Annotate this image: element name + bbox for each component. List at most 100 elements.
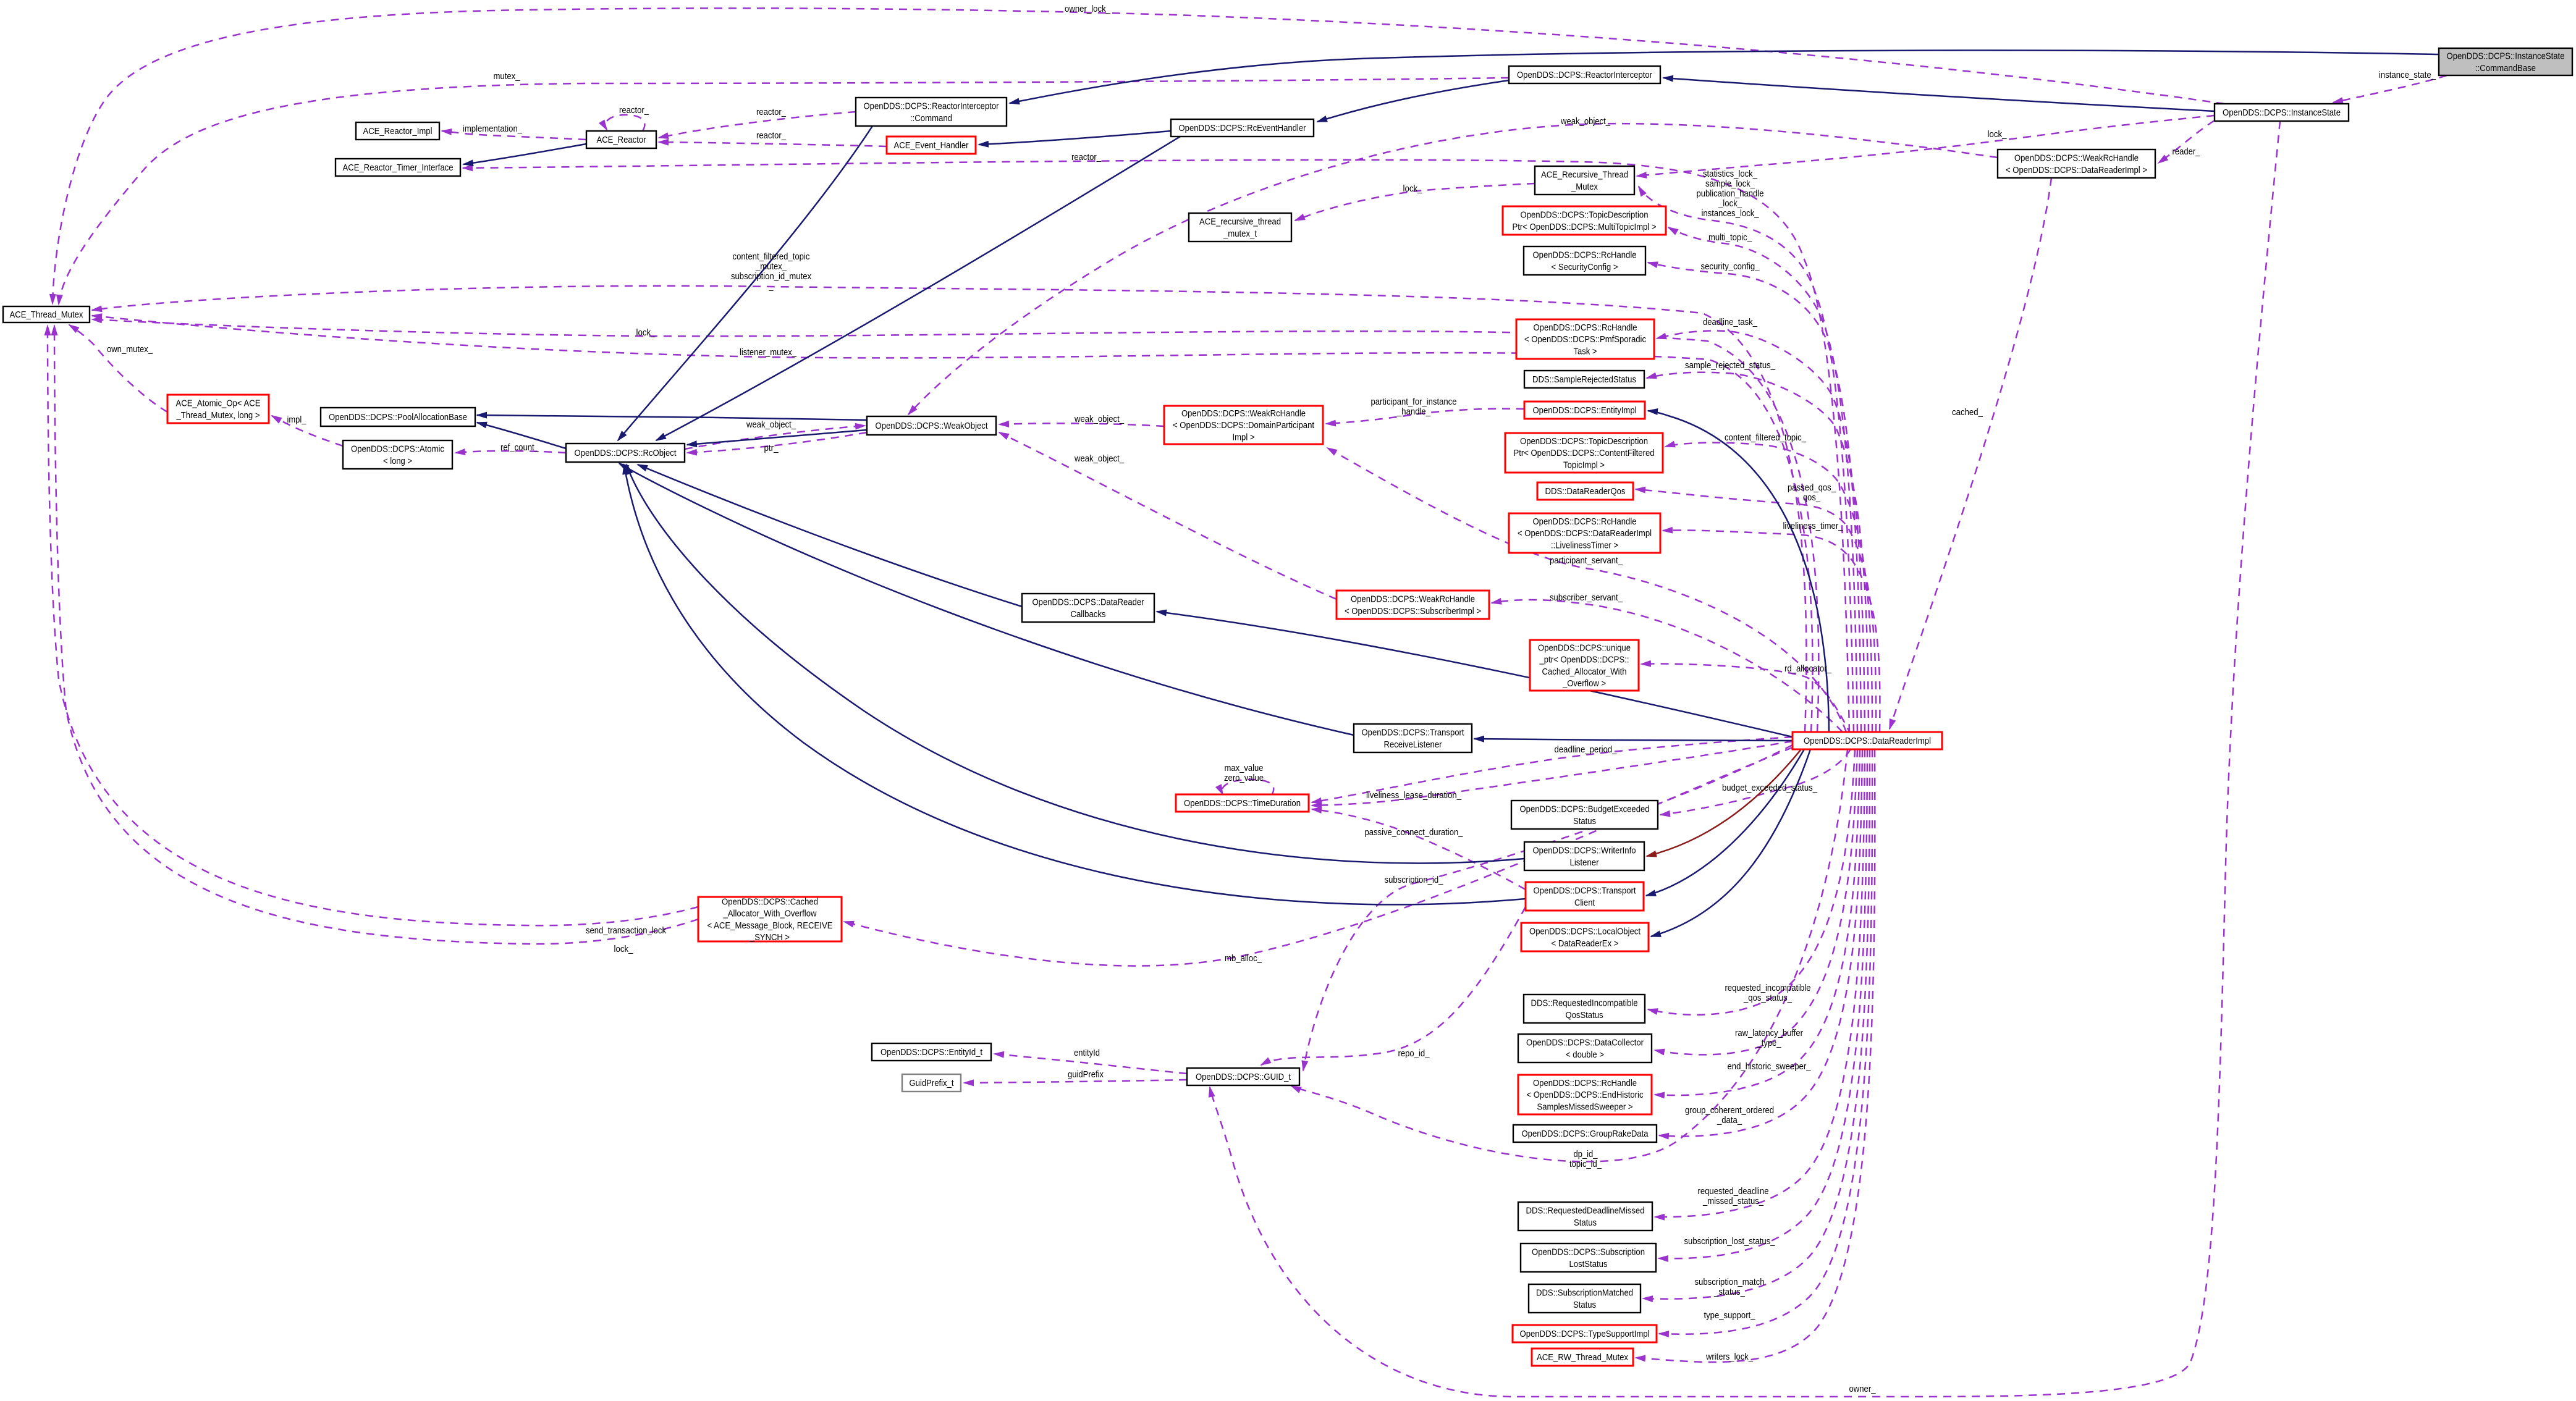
svg-text:Status: Status <box>1573 816 1596 827</box>
svg-text:deadline_period_: deadline_period_ <box>1555 744 1618 755</box>
svg-text:_: _ <box>769 281 774 292</box>
svg-text:Task >: Task > <box>1574 347 1597 357</box>
svg-text:send_transaction_lock: send_transaction_lock <box>586 925 666 936</box>
svg-text:OpenDDS::DCPS::DataCollector: OpenDDS::DCPS::DataCollector <box>1526 1038 1644 1048</box>
svg-text:participant_for_instance: participant_for_instance <box>1371 397 1457 407</box>
svg-text:< OpenDDS::DCPS::DomainPartici: < OpenDDS::DCPS::DomainParticipant <box>1173 420 1315 431</box>
svg-text:Ptr< OpenDDS::DCPS::MultiTopic: Ptr< OpenDDS::DCPS::MultiTopicImpl > <box>1513 222 1657 232</box>
svg-text:ACE_Reactor_Timer_Interface: ACE_Reactor_Timer_Interface <box>343 162 454 173</box>
svg-text:Status: Status <box>1573 1300 1596 1310</box>
svg-text:passed_qos_: passed_qos_ <box>1788 482 1836 493</box>
svg-text:OpenDDS::DCPS::EntityId_t: OpenDDS::DCPS::EntityId_t <box>880 1047 983 1058</box>
svg-text:DDS::RequestedDeadlineMissed: DDS::RequestedDeadlineMissed <box>1526 1206 1645 1216</box>
svg-text:lock_: lock_ <box>1988 129 2008 140</box>
svg-text:_handle_: _handle_ <box>1396 406 1430 417</box>
svg-text:participant_servant_: participant_servant_ <box>1550 555 1623 566</box>
svg-text:::Command: ::Command <box>910 113 952 124</box>
svg-text:OpenDDS::DCPS::TopicDescriptio: OpenDDS::DCPS::TopicDescription <box>1520 436 1648 447</box>
svg-text:_type_: _type_ <box>1757 1038 1781 1048</box>
svg-text:OpenDDS::DCPS::PoolAllocationB: OpenDDS::DCPS::PoolAllocationBase <box>329 412 467 423</box>
svg-text:ACE_Thread_Mutex: ACE_Thread_Mutex <box>10 309 83 320</box>
svg-text:max_value: max_value <box>1225 763 1264 773</box>
svg-text:_ptr< OpenDDS::DCPS::: _ptr< OpenDDS::DCPS:: <box>1539 655 1629 665</box>
svg-text:ref_count_: ref_count_ <box>500 442 539 453</box>
svg-text:_mutex_: _mutex_ <box>755 261 787 272</box>
svg-text:Client: Client <box>1574 898 1595 908</box>
svg-text:statistics_lock_: statistics_lock_ <box>1703 169 1758 179</box>
svg-text:impl_: impl_ <box>287 414 307 425</box>
svg-text:ACE_recursive_thread: ACE_recursive_thread <box>1199 217 1281 227</box>
svg-text:OpenDDS::DCPS::GroupRakeData: OpenDDS::DCPS::GroupRakeData <box>1522 1129 1649 1139</box>
svg-text:subscription_lost_status_: subscription_lost_status_ <box>1684 1236 1776 1247</box>
svg-text:OpenDDS::DCPS::WeakObject: OpenDDS::DCPS::WeakObject <box>876 421 989 431</box>
svg-text:SamplesMissedSweeper >: SamplesMissedSweeper > <box>1537 1102 1633 1113</box>
svg-text:DDS::SubscriptionMatched: DDS::SubscriptionMatched <box>1536 1288 1633 1298</box>
svg-text:OpenDDS::DCPS::GUID_t: OpenDDS::DCPS::GUID_t <box>1196 1072 1291 1082</box>
svg-text:GuidPrefix_t: GuidPrefix_t <box>910 1078 955 1088</box>
svg-text:TopicImpl >: TopicImpl > <box>1563 460 1605 471</box>
svg-text:OpenDDS::DCPS::LocalObject: OpenDDS::DCPS::LocalObject <box>1529 927 1641 937</box>
svg-text:OpenDDS::DCPS::TypeSupportImpl: OpenDDS::DCPS::TypeSupportImpl <box>1520 1329 1650 1339</box>
svg-text:_missed_status_: _missed_status_ <box>1702 1196 1763 1206</box>
svg-text:mb_alloc_: mb_alloc_ <box>1225 953 1262 964</box>
svg-text:QosStatus: QosStatus <box>1566 1010 1603 1020</box>
svg-text:< double >: < double > <box>1566 1050 1604 1060</box>
svg-text:OpenDDS::DCPS::WeakRcHandle: OpenDDS::DCPS::WeakRcHandle <box>1181 408 1306 419</box>
svg-text:own_mutex_: own_mutex_ <box>107 344 153 355</box>
svg-text:weak_object_: weak_object_ <box>1074 414 1124 424</box>
svg-text:group_coherent_ordered: group_coherent_ordered <box>1685 1105 1774 1116</box>
svg-text:subscriber_servant_: subscriber_servant_ <box>1550 592 1623 603</box>
svg-text:OpenDDS::DCPS::Subscription: OpenDDS::DCPS::Subscription <box>1532 1247 1645 1258</box>
svg-text:lock_: lock_ <box>614 944 634 954</box>
svg-text:reactor_: reactor_ <box>1071 152 1102 162</box>
svg-text:lock_: lock_ <box>1403 183 1423 194</box>
svg-text:< OpenDDS::DCPS::PmfSporadic: < OpenDDS::DCPS::PmfSporadic <box>1524 334 1646 345</box>
svg-text:OpenDDS::DCPS::unique: OpenDDS::DCPS::unique <box>1538 643 1631 654</box>
svg-text:OpenDDS::DCPS::ReactorIntercep: OpenDDS::DCPS::ReactorInterceptor <box>1517 70 1652 80</box>
svg-text:writers_lock_: writers_lock_ <box>1705 1352 1753 1362</box>
svg-text:owner_lock_: owner_lock_ <box>1065 4 1111 14</box>
svg-text:reactor_: reactor_ <box>619 105 649 116</box>
svg-text:qos_: qos_ <box>1803 492 1821 503</box>
svg-text:rd_allocator_: rd_allocator_ <box>1784 663 1832 674</box>
svg-text:Listener: Listener <box>1570 857 1599 868</box>
svg-text:entityId: entityId <box>1074 1048 1100 1058</box>
svg-text:< ACE_Message_Block, RECEIVE: < ACE_Message_Block, RECEIVE <box>707 920 833 931</box>
svg-text:OpenDDS::DCPS::BudgetExceeded: OpenDDS::DCPS::BudgetExceeded <box>1520 804 1650 815</box>
svg-text:_Thread_Mutex, long >: _Thread_Mutex, long > <box>176 410 260 421</box>
svg-text:budget_exceeded_status_: budget_exceeded_status_ <box>1722 783 1818 793</box>
svg-text:weak_object_: weak_object_ <box>746 419 796 430</box>
svg-text:OpenDDS::DCPS::Cached: OpenDDS::DCPS::Cached <box>722 897 818 907</box>
svg-text:instances_lock_: instances_lock_ <box>1702 208 1760 219</box>
svg-text:< OpenDDS::DCPS::SubscriberImp: < OpenDDS::DCPS::SubscriberImpl > <box>1345 606 1481 616</box>
svg-text:security_config_: security_config_ <box>1701 261 1760 272</box>
svg-text:implementation_: implementation_ <box>463 124 523 134</box>
svg-text:ACE_Event_Handler: ACE_Event_Handler <box>894 140 969 151</box>
svg-text:OpenDDS::DCPS::InstanceState: OpenDDS::DCPS::InstanceState <box>2447 51 2565 62</box>
svg-text:Status: Status <box>1574 1218 1597 1228</box>
svg-text:deadline_task_: deadline_task_ <box>1703 317 1758 327</box>
svg-text:_Overflow >: _Overflow > <box>1562 678 1606 689</box>
svg-text:_mutex_t: _mutex_t <box>1223 229 1257 239</box>
svg-text:OpenDDS::DCPS::WeakRcHandle: OpenDDS::DCPS::WeakRcHandle <box>2014 153 2139 164</box>
svg-text:< OpenDDS::DCPS::DataReaderImp: < OpenDDS::DCPS::DataReaderImpl <box>1518 528 1652 539</box>
svg-text:ACE_Atomic_Op< ACE: ACE_Atomic_Op< ACE <box>176 398 261 409</box>
svg-text:LostStatus: LostStatus <box>1569 1259 1608 1269</box>
svg-text:OpenDDS::DCPS::Transport: OpenDDS::DCPS::Transport <box>1362 728 1465 738</box>
svg-text:subscription_id_: subscription_id_ <box>1385 875 1444 885</box>
svg-text:type_support_: type_support_ <box>1704 1310 1756 1321</box>
svg-text:_Mutex: _Mutex <box>1571 182 1598 192</box>
svg-text:DDS::DataReaderQos: DDS::DataReaderQos <box>1545 486 1626 497</box>
svg-text:Cached_Allocator_With: Cached_Allocator_With <box>1542 667 1627 677</box>
svg-text:repo_id_: repo_id_ <box>1398 1048 1430 1059</box>
svg-text:zero_value: zero_value <box>1224 773 1264 783</box>
svg-text:reactor_: reactor_ <box>756 107 787 117</box>
svg-text:Ptr< OpenDDS::DCPS::ContentFil: Ptr< OpenDDS::DCPS::ContentFiltered <box>1514 448 1655 458</box>
svg-text:Impl >: Impl > <box>1233 432 1255 443</box>
svg-text:subscription_id_mutex: subscription_id_mutex <box>731 271 811 282</box>
svg-text:OpenDDS::DCPS::TopicDescriptio: OpenDDS::DCPS::TopicDescription <box>1521 210 1649 221</box>
svg-text:dp_id_: dp_id_ <box>1574 1149 1598 1159</box>
svg-text:requested_deadline: requested_deadline <box>1698 1186 1769 1197</box>
svg-text:ACE_RW_Thread_Mutex: ACE_RW_Thread_Mutex <box>1537 1352 1628 1363</box>
svg-text:OpenDDS::DCPS::DataReader: OpenDDS::DCPS::DataReader <box>1033 597 1144 608</box>
